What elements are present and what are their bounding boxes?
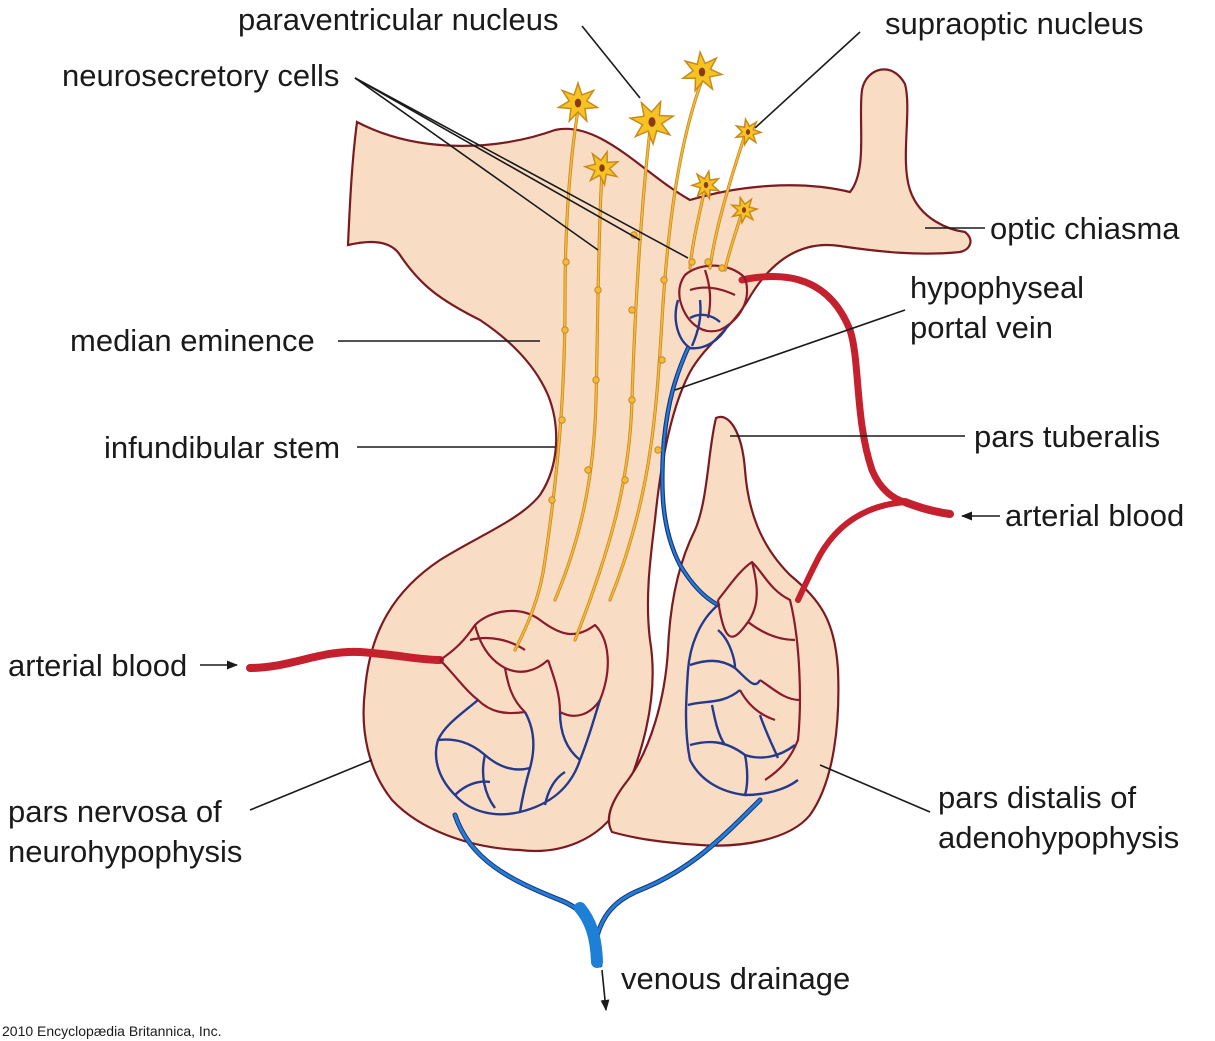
axon-node xyxy=(658,356,666,364)
axon-node xyxy=(548,496,556,504)
cell-nucleus xyxy=(648,117,656,127)
arterial-blood-right-vessel xyxy=(901,498,954,518)
label-pars-nervosa-1: pars nervosa of xyxy=(8,794,222,829)
cell-nucleus xyxy=(574,98,582,108)
label-pars-distalis-2: adenohypophysis xyxy=(938,820,1179,855)
hypothalamus-and-neurohypophysis xyxy=(346,68,972,852)
label-neurosecretory-cells: neurosecretory cells xyxy=(62,58,339,93)
neurosecretory-cell-bodies xyxy=(556,49,764,226)
label-arterial-blood-left: arterial blood xyxy=(8,648,187,683)
axon-node xyxy=(660,276,668,284)
label-pars-nervosa-2: neurohypophysis xyxy=(8,834,242,869)
superior-hypophyseal-artery xyxy=(738,273,909,506)
axon-node xyxy=(704,258,712,266)
label-pars-distalis-1: pars distalis of xyxy=(938,780,1137,815)
axon-node xyxy=(628,306,636,314)
axon-node xyxy=(688,258,696,266)
label-infundibular-stem: infundibular stem xyxy=(104,430,340,465)
cell-nucleus xyxy=(698,67,706,77)
axon-node xyxy=(654,446,662,454)
adenohypophysis xyxy=(607,415,840,847)
label-hypophyseal-portal-vein-1: hypophyseal xyxy=(910,270,1084,305)
label-optic-chiasma: optic chiasma xyxy=(990,211,1180,246)
axon-node xyxy=(594,286,602,294)
cell-nucleus xyxy=(599,164,605,172)
cell-nucleus xyxy=(745,129,751,135)
copyright-credit: 2010 Encyclopædia Britannica, Inc. xyxy=(2,1023,221,1039)
label-arterial-blood-right: arterial blood xyxy=(1005,498,1184,533)
axon-node xyxy=(584,466,592,474)
axon-node xyxy=(592,376,600,384)
cell-nucleus xyxy=(703,181,709,189)
leader-lines xyxy=(200,25,1000,1012)
label-hypophyseal-portal-vein-2: portal vein xyxy=(910,310,1053,345)
axon-node xyxy=(718,264,726,272)
label-median-eminence: median eminence xyxy=(70,323,315,358)
secondary-capillary-plexus xyxy=(684,560,802,797)
axon-node xyxy=(562,258,570,266)
axon-nodes xyxy=(548,231,726,504)
label-paraventricular-nucleus: paraventricular nucleus xyxy=(238,2,559,37)
axon-node xyxy=(628,396,636,404)
label-supraoptic-nucleus: supraoptic nucleus xyxy=(885,6,1144,41)
axon-node xyxy=(558,416,566,424)
axon-node xyxy=(561,326,569,334)
label-pars-tuberalis: pars tuberalis xyxy=(974,419,1160,454)
label-venous-drainage: venous drainage xyxy=(621,961,850,996)
inferior-hypophyseal-artery xyxy=(246,647,444,672)
axon-node xyxy=(621,476,629,484)
neurohypophyseal-capillary-plexus xyxy=(434,609,609,816)
artery-to-pars-distalis xyxy=(795,499,908,603)
cell-nucleus xyxy=(741,207,747,213)
